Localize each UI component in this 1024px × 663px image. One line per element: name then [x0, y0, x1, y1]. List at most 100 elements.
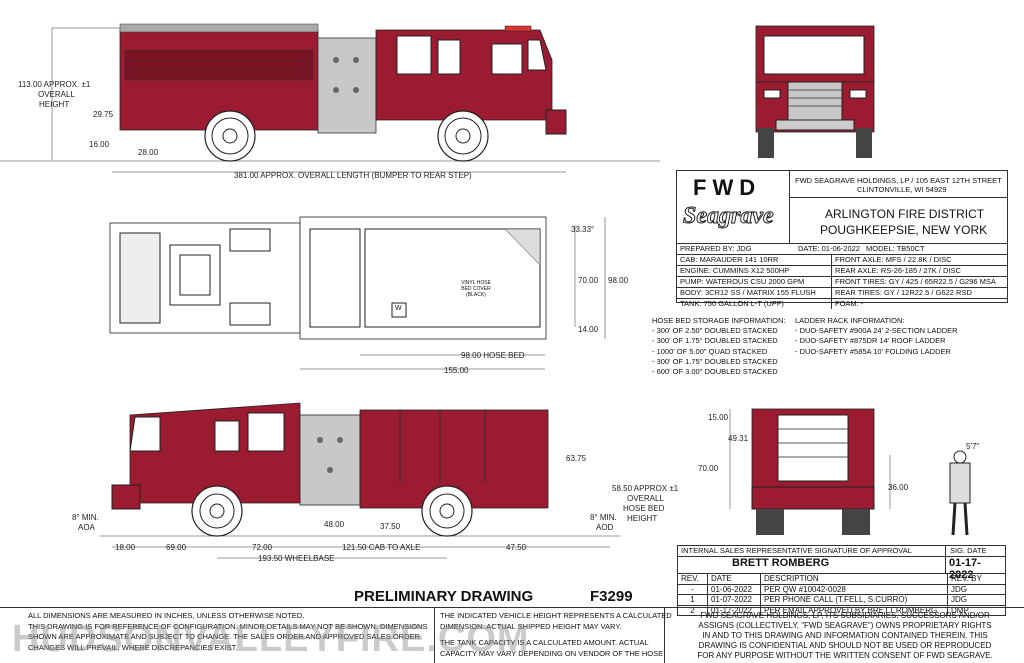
dim-14-00: 14.00 [578, 325, 599, 334]
hose-bed-item: - 1000' OF 5.00" QUAD STACKED [652, 346, 768, 356]
dim-48-00: 48.00 [324, 520, 345, 529]
spec-date: DATE: 01-06-2022 [798, 244, 860, 253]
company-address-1: FWD SEAGRAVE HOLDINGS, LP / 105 EAST 12T… [795, 176, 1002, 185]
watermark: HUDSONVALLEYFIRE.COM [12, 618, 530, 660]
revision-header-row: REV. DATE DESCRIPTION REV. BY [678, 574, 1005, 585]
dim-rear-15-00: 15.00 [708, 413, 729, 422]
table-row: - 01-06-2022 PER QW #10042-0028 JDG [678, 584, 1005, 595]
spec-pump: PUMP: WATEROUS CSU 2000 GPM [677, 277, 832, 287]
rev-header: DESCRIPTION [761, 574, 948, 584]
approval-label: INTERNAL SALES REPRESENTATIVE SIGNATURE … [681, 546, 912, 555]
dim-aod-label: AOD [596, 523, 614, 532]
ladder-rack-item: - DUO-SAFETY #585A 10' FOLDING LADDER [795, 346, 951, 356]
footer-note: FWD SEAGRAVE HOLDINGS, LP, ITS SUBSIDIAR… [700, 611, 990, 620]
footer-note: THE TANK CAPACITY IS A CALCULATED AMOUNT… [440, 638, 649, 647]
dim-16-00: 16.00 [89, 140, 110, 149]
spec-cab: CAB: MARAUDER 141 10RR [677, 255, 832, 265]
rev-cell: PER EMAIL APPROVED BY BRETT ROMBERG [761, 605, 948, 615]
dim-47-50: 47.50 [506, 543, 527, 552]
footer-note: SHOWN ARE APPROXIMATE AND SUBJECT TO CHA… [28, 632, 420, 641]
dim-height-overall: OVERALL [38, 90, 75, 99]
footer-note: ALL DIMENSIONS ARE MEASURED IN INCHES, U… [28, 611, 305, 620]
table-row: 2 01-17-2022 PER EMAIL APPROVED BY BRETT… [678, 605, 1005, 615]
rev-header: REV. BY [951, 574, 982, 583]
preliminary-label: PRELIMINARY DRAWING [354, 588, 534, 605]
dim-37-50: 37.50 [380, 522, 401, 531]
spec-body: BODY: 3CR12 SS / MATRIX 155 FLUSH [677, 288, 832, 298]
ladder-rack-title: LADDER RACK INFORMATION: [795, 316, 905, 325]
dim-155-00: 155.00 [444, 366, 469, 375]
dim-28-00: 28.00 [138, 148, 159, 157]
rev-cell: JDG [951, 584, 967, 594]
rev-header: DATE [708, 574, 761, 584]
rev-cell: PER QW #10042-0028 [761, 584, 948, 594]
dim-height: 113.00 APPROX. ±1 [18, 80, 91, 89]
ladder-rack-item: - DUO-SAFETY #900A 24' 2-SECTION LADDER [795, 326, 958, 336]
rev-cell: 01-07-2022 [708, 595, 761, 605]
w-marker: W [395, 305, 402, 312]
front-view-drawing [755, 25, 875, 158]
approval-block: INTERNAL SALES REPRESENTATIVE SIGNATURE … [677, 545, 1006, 581]
revision-table: REV. DATE DESCRIPTION REV. BY - 01-06-20… [677, 573, 1006, 616]
dim-rear-49-31: 49.31 [728, 434, 749, 443]
dim-hose-bed-height-1: 58.50 APPROX ±1 [612, 484, 679, 493]
dim-hose-bed-height-2: OVERALL [627, 494, 664, 503]
footer-left-notes: ALL DIMENSIONS ARE MEASURED IN INCHES, U… [28, 611, 427, 653]
rev-cell: 2 [678, 605, 708, 615]
drawing-number: F3299 [590, 588, 633, 605]
footer-note: THIS DRAWING IS FOR REFERENCE OF CONFIGU… [28, 621, 428, 631]
spec-rear-axle: REAR AXLE: RS-26-185 / 27K / DISC [835, 266, 961, 275]
table-row: 1 01-07-2022 PER PHONE CALL (T.FELL, S.C… [678, 595, 1005, 606]
rear-view-drawing [729, 408, 971, 536]
footer-note: FOR ANY PURPOSE WITHOUT THE WRITTEN CONS… [697, 651, 993, 660]
dim-aod-angle: 8° MIN. [590, 513, 617, 522]
ladder-rack-info: LADDER RACK INFORMATION: - DUO-SAFETY #9… [795, 316, 958, 357]
dim-rear-36-00: 36.00 [888, 483, 909, 492]
dim-69-00: 69.00 [166, 543, 187, 552]
spec-foam: FOAM: - [835, 299, 864, 308]
rev-cell: 01-06-2022 [708, 584, 761, 594]
approver-name: BRETT ROMBERG [732, 557, 830, 569]
rev-cell: - [678, 584, 708, 594]
rev-cell: JDG [951, 595, 967, 604]
rev-cell: PER PHONE CALL (T.FELL, S.CURRO) [761, 595, 948, 605]
dim-overall-length: 381.00 APPROX. OVERALL LENGTH (BUMPER TO… [234, 171, 472, 180]
dim-63-75: 63.75 [566, 454, 587, 463]
dim-aoa-angle: 8° MIN. [72, 513, 99, 522]
dim-wheelbase: 193.50 WHEELBASE [258, 554, 335, 563]
ladder-rack-item: - DUO-SAFETY #875DR 14' ROOF LADDER [795, 336, 946, 346]
dim-cab-to-axle: 121.50 CAB TO AXLE [342, 543, 421, 552]
officer-side-view-drawing [100, 402, 620, 559]
rev-cell: DMP [951, 605, 969, 615]
spec-rear-tires: REAR TIRES: GY / 12R22.5 / G622 RSD [835, 288, 972, 297]
fwd-logo: FWD [693, 175, 762, 200]
footer-note: CAPACITY MAY VARY DEPENDING ON VENDOR OF… [440, 648, 664, 658]
spec-model: MODEL: TB50CT [866, 244, 925, 253]
spec-front-axle: FRONT AXLE: MFS / 22.8K / DISC [835, 255, 952, 264]
dim-72-00: 72.00 [252, 543, 273, 552]
dim-hose-bed-height-3: HOSE BED [623, 504, 665, 513]
dim-rear-70-00: 70.00 [698, 464, 719, 473]
footer-note: DRAWING IS CONFIDENTIAL AND SHOULD NOT B… [698, 641, 992, 650]
hose-bed-item: - 300' OF 1.75" DOUBLED STACKED [652, 356, 778, 366]
dim-aoa-label: AOA [78, 523, 95, 532]
spec-tank: TANK: 750 GALLON L-T (UPF) [677, 299, 832, 309]
hose-bed-item: - 300' OF 1.75" DOUBLED STACKED [652, 336, 778, 346]
hose-bed-item: - 300' OF 2.50" DOUBLED STACKED [652, 326, 778, 336]
person-height-label: 5'7" [966, 442, 980, 451]
customer-location: POUGHKEEPSIE, NEW YORK [820, 223, 988, 237]
dim-29-75: 29.75 [93, 110, 114, 119]
title-block: FWD Seagrave FWD SEAGRAVE HOLDINGS, LP /… [676, 170, 1008, 244]
footer-middle-notes: THE INDICATED VEHICLE HEIGHT REPRESENTS … [440, 611, 672, 659]
dim-18-00: 18.00 [115, 543, 136, 552]
rev-header: REV. [678, 574, 708, 584]
vinyl-cover-note: VINYL HOSE BED COVER (BLACK) [461, 280, 491, 298]
dim-height-word: HEIGHT [39, 100, 70, 109]
dim-70-00-top: 70.00 [578, 276, 599, 285]
spec-front-tires: FRONT TIRES: GY / 425 / 65R22.5 / G296 M… [835, 277, 996, 286]
footer-proprietary-notice: FWD SEAGRAVE HOLDINGS, LP, ITS SUBSIDIAR… [668, 611, 1022, 661]
seagrave-logo: Seagrave [683, 203, 775, 230]
spec-table: PREPARED BY: JDG DATE: 01-06-2022 MODEL:… [676, 243, 1008, 309]
footer-note: CHANGES WILL PREVAIL, WHERE DISCREPANCIE… [28, 642, 238, 652]
customer-name: ARLINGTON FIRE DISTRICT [825, 207, 985, 221]
